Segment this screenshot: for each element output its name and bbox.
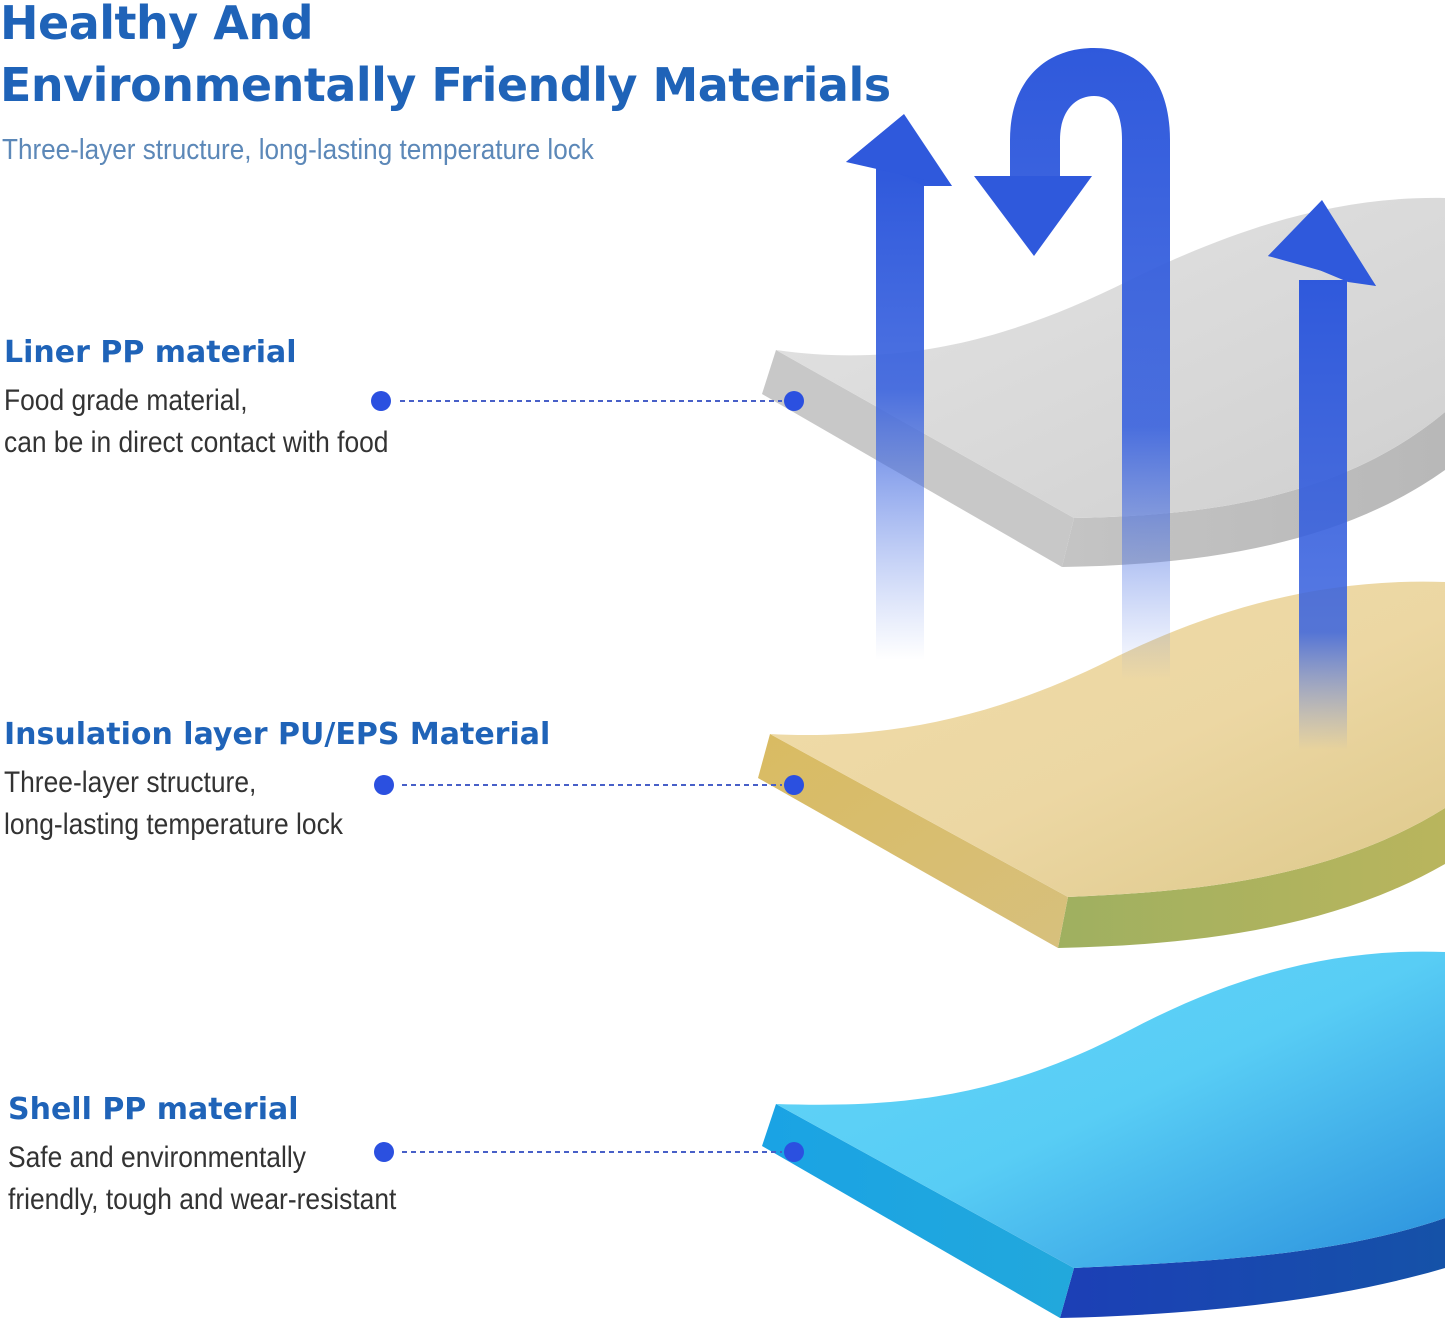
insulation-label-block: Insulation layer PU/EPS Material Three-l… bbox=[4, 720, 550, 846]
callout-dot-left bbox=[374, 775, 394, 795]
liner-description-line-1: Food grade material, bbox=[4, 384, 248, 417]
liner-layer-top bbox=[776, 197, 1445, 518]
liner-description-line-2: can be in direct contact with food bbox=[4, 426, 389, 459]
callout-dot-left bbox=[371, 391, 391, 411]
callout-insulation bbox=[374, 775, 804, 795]
insulation-title: Insulation layer PU/EPS Material bbox=[4, 717, 551, 752]
callout-dot-right bbox=[784, 775, 804, 795]
arrow-u-turn-down-icon bbox=[974, 48, 1170, 680]
shell-layer-top bbox=[776, 951, 1445, 1268]
shell-description: Safe and environmentally friendly, tough… bbox=[8, 1137, 396, 1221]
callout-shell bbox=[374, 1142, 804, 1162]
arrow-up-icon bbox=[846, 114, 952, 660]
page-title-line-1: Healthy And bbox=[0, 0, 314, 50]
liner-label-block: Liner PP material Food grade material, c… bbox=[4, 338, 441, 464]
insulation-description-line-1: Three-layer structure, bbox=[4, 766, 257, 799]
insulation-layer bbox=[758, 581, 1445, 948]
callout-dot-right bbox=[784, 1142, 804, 1162]
page-title-line-2: Environmentally Friendly Materials bbox=[0, 58, 891, 112]
shell-description-line-2: friendly, tough and wear-resistant bbox=[8, 1183, 397, 1216]
insulation-description: Three-layer structure, long-lasting temp… bbox=[4, 762, 485, 846]
shell-layer-side-right bbox=[1060, 1218, 1445, 1318]
callout-dot-left bbox=[374, 1142, 394, 1162]
shell-layer-side-left bbox=[762, 1104, 1074, 1318]
shell-description-line-1: Safe and environmentally bbox=[8, 1141, 306, 1174]
insulation-layer-side-left bbox=[758, 734, 1068, 948]
shell-title: Shell PP material bbox=[8, 1092, 299, 1127]
arrow-up-icon bbox=[1268, 200, 1376, 750]
insulation-layer-side-right bbox=[1058, 808, 1445, 948]
callout-liner bbox=[371, 391, 804, 411]
shell-layer bbox=[762, 951, 1445, 1318]
liner-title: Liner PP material bbox=[4, 335, 297, 370]
callout-dot-right bbox=[784, 391, 804, 411]
shell-label-block: Shell PP material Safe and environmental… bbox=[8, 1095, 449, 1221]
page-subtitle: Three-layer structure, long-lasting temp… bbox=[2, 134, 594, 166]
insulation-description-line-2: long-lasting temperature lock bbox=[4, 808, 343, 841]
insulation-layer-top bbox=[770, 581, 1445, 897]
liner-description: Food grade material, can be in direct co… bbox=[4, 380, 388, 464]
